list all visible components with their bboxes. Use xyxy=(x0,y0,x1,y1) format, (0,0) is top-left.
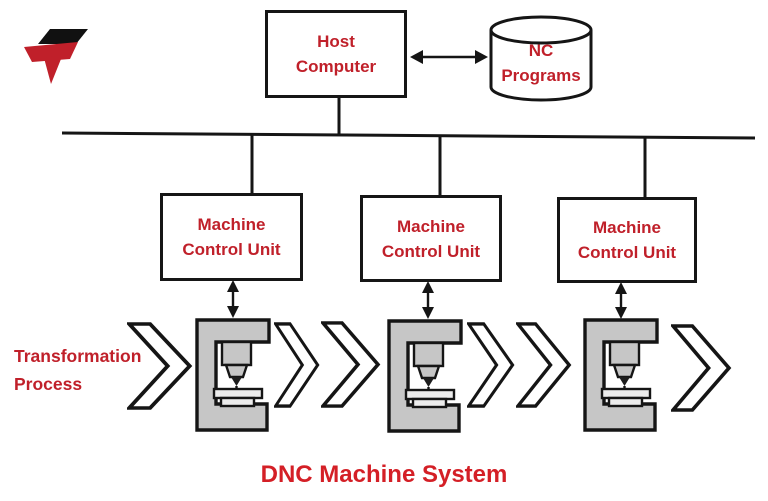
chevron-arrow-icon-5 xyxy=(516,322,571,408)
mcu-machine-double-arrow-icon-1 xyxy=(227,280,239,318)
chevron-arrow-icon-4 xyxy=(467,322,515,408)
mcu-machine-double-arrow-icon-3 xyxy=(615,282,627,319)
transformation-process-label: Transformation Process xyxy=(14,342,174,398)
nc-programs-label-line2: Programs xyxy=(501,66,581,85)
host-computer-label-line1: Host xyxy=(317,32,355,51)
mcu-1-label-line2: Control Unit xyxy=(182,240,281,259)
mcu-1-label-line1: Machine xyxy=(197,215,266,234)
mcu-3-label-line2: Control Unit xyxy=(577,243,677,262)
mcu-2-label-line1: Machine xyxy=(396,216,466,236)
chevron-arrow-icon-2 xyxy=(274,322,320,408)
machine-control-unit-box-1: Machine Control Unit xyxy=(160,193,303,281)
nc-programs-label-line1: NC xyxy=(528,41,554,60)
host-nc-double-arrow-icon xyxy=(410,50,488,64)
nc-programs-label: NC Programs xyxy=(488,38,594,88)
mcu-2-label-line2: Control Unit xyxy=(381,241,481,261)
machine-control-unit-box-3: Machine Control Unit xyxy=(557,197,697,283)
nc-programs-cylinder-icon xyxy=(489,15,593,102)
brand-logo-icon xyxy=(24,29,88,84)
chevron-arrow-icon-6 xyxy=(671,324,731,412)
bus-line xyxy=(61,131,756,140)
transformation-label-line1: Transformation xyxy=(14,346,142,366)
mcu-3-label-line1: Machine xyxy=(592,218,662,237)
cnc-machine-icon-3 xyxy=(583,318,659,432)
mcu-machine-double-arrow-icon-2 xyxy=(422,281,434,319)
host-computer-box: Host Computer xyxy=(265,10,407,98)
transformation-label-line2: Process xyxy=(14,374,83,394)
cnc-machine-icon-2 xyxy=(387,319,463,433)
machine-control-unit-box-2: Machine Control Unit xyxy=(360,195,502,282)
cnc-machine-icon-1 xyxy=(195,318,271,432)
diagram-title: DNC Machine System xyxy=(260,461,508,488)
chevron-arrow-icon-3 xyxy=(321,321,380,408)
host-computer-label-line2: Computer xyxy=(295,57,377,76)
